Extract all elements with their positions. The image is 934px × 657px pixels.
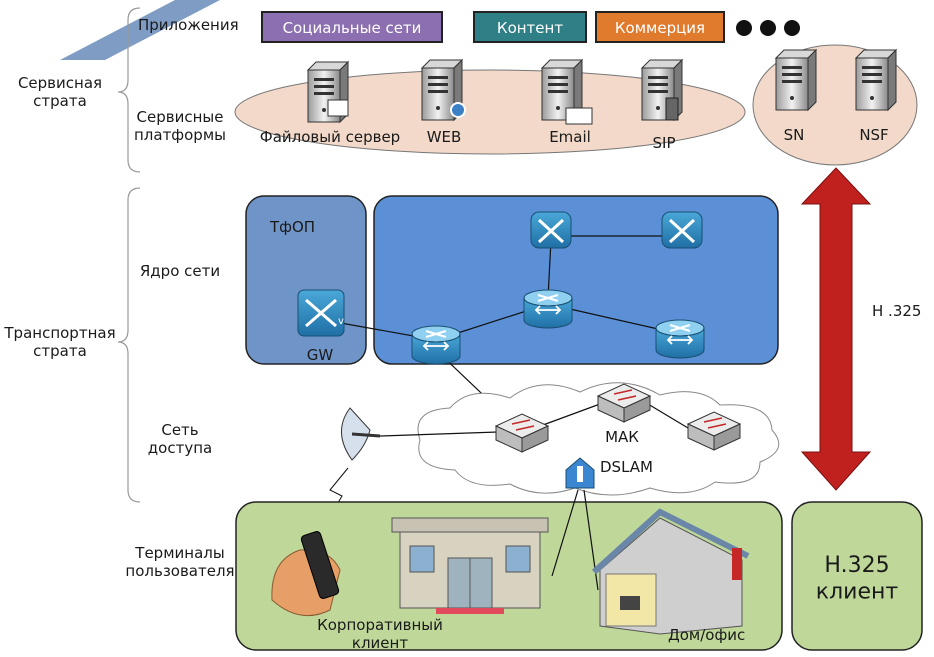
content-pill — [473, 11, 587, 43]
envelope-icon — [565, 107, 593, 125]
access-cloud — [417, 382, 780, 496]
mobile-phone-icon — [271, 531, 341, 617]
home-office-label: Дом/офис — [668, 626, 745, 644]
core-router-icon — [661, 211, 703, 249]
globe-icon — [450, 102, 466, 118]
nsf-server-label: NSF — [859, 126, 888, 144]
pstn-label: ТфОП — [269, 218, 315, 236]
sip-server-label: SIP — [653, 134, 676, 152]
file-sheet-icon — [327, 99, 349, 117]
core-label: Ядро сети — [140, 262, 220, 280]
applications-label: Приложения — [138, 16, 239, 34]
transport-brace — [117, 187, 141, 503]
email-server-label: Email — [549, 128, 591, 146]
content-label: Контент — [497, 19, 563, 37]
dslam-icon — [565, 457, 595, 489]
core-router-icon — [530, 211, 572, 249]
file-server-label: Файловый сервер — [260, 128, 400, 146]
commerce-label: Коммерция — [615, 19, 705, 37]
corner-stripe — [60, 0, 220, 60]
h325-client-box — [791, 501, 923, 651]
svg-text:v: v — [338, 316, 344, 327]
corporate-building-icon — [391, 517, 549, 614]
gw-switch-icon: v — [297, 289, 345, 337]
gw-label: GW — [307, 346, 334, 364]
antenna-icon — [341, 407, 381, 461]
sn-server-icon — [775, 49, 817, 111]
sn-server-label: SN — [784, 126, 805, 144]
h325-protocol-label: Н .325 — [872, 302, 921, 320]
more-dot — [760, 20, 776, 36]
commerce-pill — [595, 11, 725, 43]
platform-ellipse — [234, 69, 746, 155]
phone-icon — [665, 97, 679, 121]
service-brace — [117, 7, 141, 173]
home-office-icon — [591, 508, 750, 635]
more-dot — [784, 20, 800, 36]
edge-router-icon — [411, 325, 461, 365]
nsf-server-icon — [855, 49, 897, 111]
mak-label: МАК — [605, 428, 639, 446]
social-pill — [261, 11, 443, 43]
social-label: Социальные сети — [283, 19, 422, 37]
core-router-icon — [655, 319, 705, 359]
core-router-icon — [523, 289, 573, 329]
web-server-label: WEB — [427, 128, 462, 146]
dslam-label: DSLAM — [600, 458, 653, 476]
h325-arrow — [800, 167, 872, 491]
more-dot — [736, 20, 752, 36]
